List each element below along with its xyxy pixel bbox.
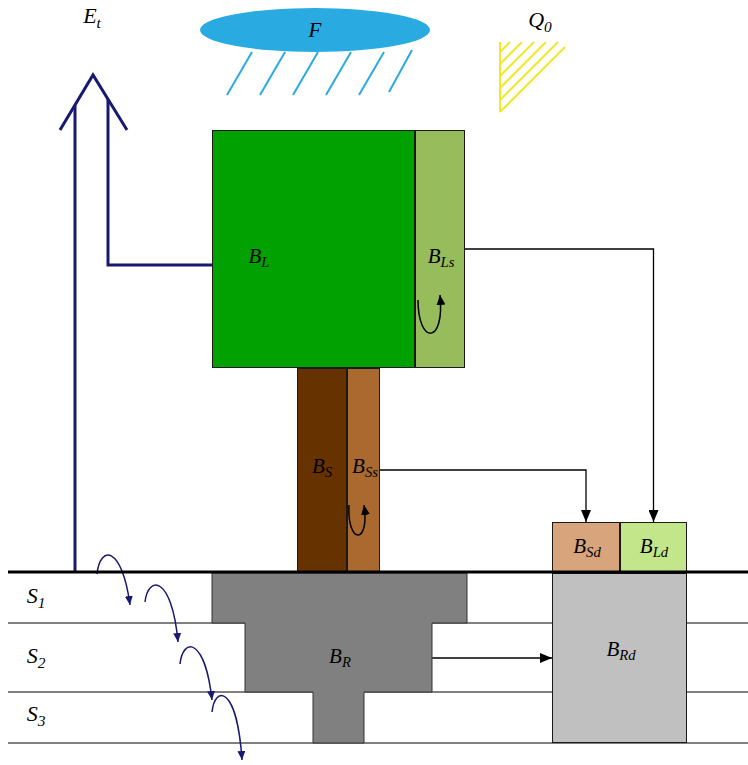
subscript: R bbox=[342, 654, 351, 670]
percolation-arrow bbox=[212, 696, 242, 760]
ground-line bbox=[8, 571, 748, 574]
transpiration-arrow bbox=[60, 75, 212, 572]
symbol-label: BS bbox=[312, 456, 332, 480]
percolation-arrow bbox=[97, 555, 130, 605]
sun-ray bbox=[500, 42, 522, 64]
rain-line bbox=[359, 52, 384, 95]
subscript: 0 bbox=[544, 18, 552, 35]
subscript: t bbox=[97, 14, 101, 31]
symbol-letter: B bbox=[428, 244, 441, 268]
symbol-label: Q0 bbox=[528, 9, 552, 34]
rain-line bbox=[227, 52, 252, 95]
subscript: 1 bbox=[38, 594, 46, 611]
leaf-box: BL bbox=[212, 130, 415, 368]
symbol-label: BSs bbox=[352, 456, 378, 480]
leaf-strip: BLs bbox=[415, 130, 465, 368]
symbol-label: S3 bbox=[27, 703, 46, 728]
rain-line bbox=[326, 52, 351, 95]
symbol-letter: S bbox=[27, 701, 38, 726]
subscript: Ss bbox=[365, 464, 378, 480]
subscript: S bbox=[325, 464, 332, 480]
symbol-letter: S bbox=[27, 583, 38, 608]
rain-line bbox=[389, 50, 412, 92]
transpiration-shaft bbox=[74, 105, 77, 572]
cloud-shape bbox=[200, 8, 430, 52]
symbol-label: BSd bbox=[573, 536, 601, 560]
rain-line bbox=[260, 52, 285, 95]
flow-arrow bbox=[432, 657, 552, 658]
cycle-arrow bbox=[349, 505, 365, 535]
symbol-letter: S bbox=[27, 643, 38, 668]
symbol-label: BLd bbox=[640, 536, 668, 560]
subscript: Ld bbox=[653, 544, 669, 560]
symbol-letter: B bbox=[606, 637, 619, 661]
symbol-letter: Q bbox=[528, 7, 544, 32]
cloud-ellipse: F bbox=[200, 8, 430, 52]
symbol-letter: F bbox=[309, 18, 322, 42]
subscript: Ls bbox=[440, 254, 454, 270]
sun-ray bbox=[500, 42, 510, 52]
symbol-letter: B bbox=[640, 534, 653, 558]
sun-ray bbox=[500, 42, 546, 88]
flow-arrow bbox=[380, 470, 586, 522]
stem-box: BS bbox=[297, 368, 347, 572]
subscript: Sd bbox=[586, 544, 601, 560]
symbol-letter: B bbox=[249, 244, 262, 268]
symbol-label: BLs bbox=[428, 246, 455, 270]
subscript: 3 bbox=[38, 712, 46, 729]
litter-box: BSd bbox=[552, 522, 620, 572]
flow-arrow bbox=[465, 249, 654, 522]
subscript: Rd bbox=[619, 647, 635, 663]
symbol-letter: B bbox=[573, 534, 586, 558]
transpiration-head bbox=[60, 75, 127, 130]
symbol-label: BR bbox=[329, 646, 351, 670]
symbol-label: F bbox=[309, 20, 322, 41]
rain-line bbox=[293, 52, 318, 95]
root-outline bbox=[212, 573, 467, 743]
sun-ray bbox=[500, 42, 558, 100]
symbol-letter: B bbox=[352, 454, 365, 478]
cycle-arrow bbox=[418, 295, 441, 333]
symbol-label: BRd bbox=[606, 639, 635, 663]
percolation-arrow bbox=[180, 647, 212, 700]
litter-box: BLd bbox=[620, 522, 687, 572]
sunlight-rays bbox=[500, 42, 565, 112]
subscript: L bbox=[261, 254, 269, 270]
symbol-label: S1 bbox=[27, 585, 46, 610]
percolation-arrow bbox=[145, 585, 178, 642]
stem-strip: BSs bbox=[347, 368, 380, 572]
dead-root-box: BRd bbox=[552, 573, 687, 743]
symbol-letter: B bbox=[312, 454, 325, 478]
rain-lines bbox=[227, 50, 412, 95]
symbol-letter: E bbox=[83, 3, 96, 28]
symbol-label: BL bbox=[249, 246, 270, 270]
subscript: 2 bbox=[38, 654, 46, 671]
sun-ray bbox=[500, 42, 534, 76]
root-shape: BR bbox=[212, 573, 467, 743]
symbol-letter: B bbox=[329, 644, 342, 668]
symbol-label: Et bbox=[83, 5, 101, 30]
symbol-label: S2 bbox=[27, 645, 46, 670]
